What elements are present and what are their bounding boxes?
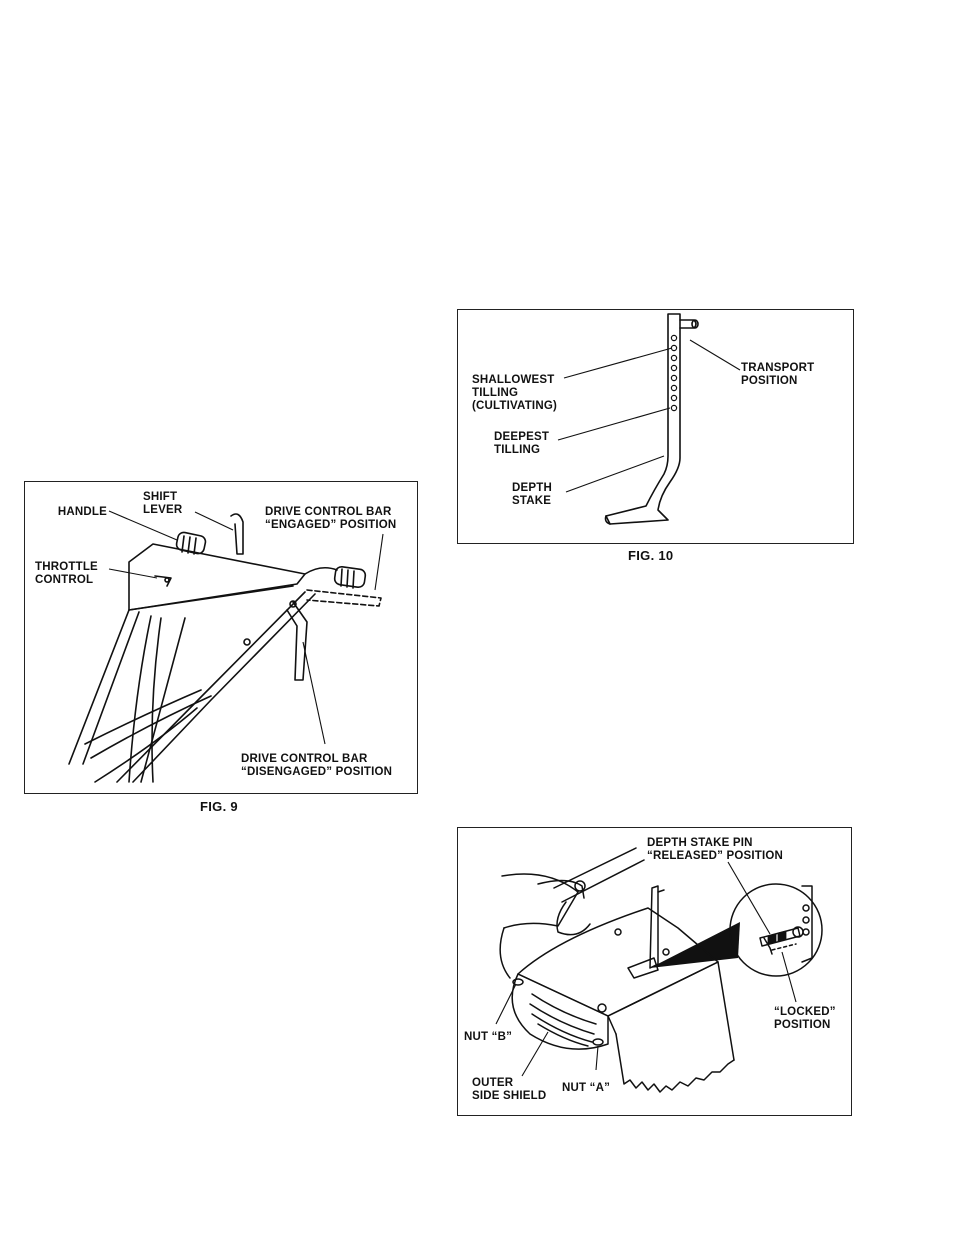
label-nut-b: NUT “B”: [464, 1031, 512, 1044]
label-drive-control-disengaged: DRIVE CONTROL BAR “DISENGAGED” POSITION: [241, 753, 392, 779]
figure-11-drawing: [458, 828, 853, 1117]
label-outer-side-shield: OUTER SIDE SHIELD: [472, 1077, 546, 1103]
label-locked-position: “LOCKED” POSITION: [774, 1006, 836, 1032]
label-shift-lever: SHIFT LEVER: [143, 491, 182, 517]
label-depth-stake-pin-released: DEPTH STAKE PIN “RELEASED” POSITION: [647, 837, 783, 863]
label-shallowest-tilling: SHALLOWEST TILLING (CULTIVATING): [472, 374, 557, 413]
label-throttle-control: THROTTLE CONTROL: [35, 561, 98, 587]
figure-10-panel: SHALLOWEST TILLING (CULTIVATING) DEEPEST…: [457, 309, 854, 544]
figure-11-panel: DEPTH STAKE PIN “RELEASED” POSITION “LOC…: [457, 827, 852, 1116]
label-depth-stake: DEPTH STAKE: [512, 482, 552, 508]
label-handle: HANDLE: [45, 506, 107, 519]
label-transport-position: TRANSPORT POSITION: [741, 362, 814, 388]
figure-10-drawing: [458, 310, 855, 545]
figure-9-panel: HANDLE SHIFT LEVER DRIVE CONTROL BAR “EN…: [24, 481, 418, 794]
label-drive-control-engaged: DRIVE CONTROL BAR “ENGAGED” POSITION: [265, 506, 396, 532]
label-nut-a: NUT “A”: [562, 1082, 610, 1095]
figure-10-caption: FIG. 10: [628, 548, 673, 563]
label-deepest-tilling: DEEPEST TILLING: [494, 431, 549, 457]
figure-9-caption: FIG. 9: [200, 799, 238, 814]
